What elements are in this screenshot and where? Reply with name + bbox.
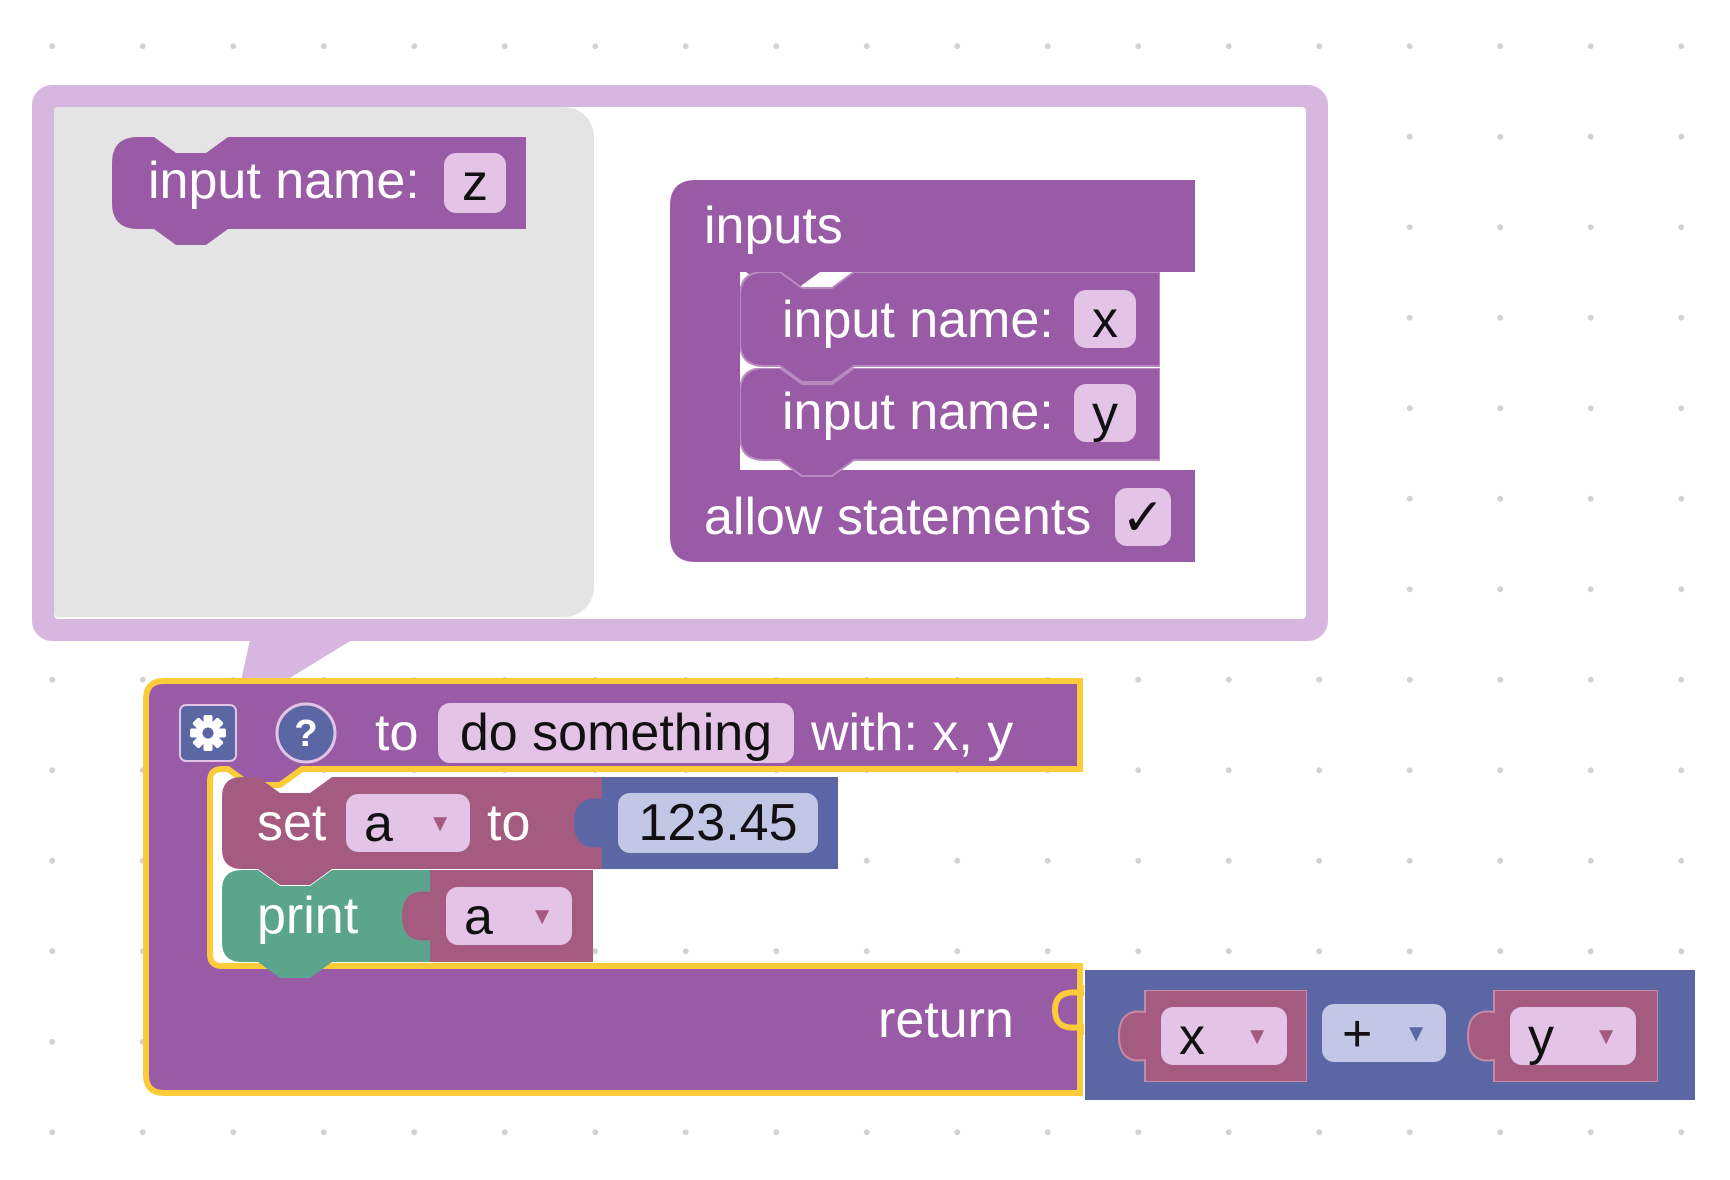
input-name-field[interactable]: z: [444, 153, 506, 213]
set-variable-dropdown[interactable]: a ▼: [346, 794, 470, 853]
to-label: to: [375, 704, 419, 762]
operator-dropdown[interactable]: + ▼: [1322, 1004, 1446, 1063]
procedure-name-field[interactable]: do something: [438, 703, 794, 763]
operand-y-name: y: [1528, 1008, 1554, 1066]
operator-symbol: +: [1342, 1005, 1373, 1063]
input-y-label: input name:: [782, 383, 1054, 441]
inputs-container-block[interactable]: inputs allow statements ✓: [670, 180, 1195, 562]
inputs-header-label: inputs: [704, 197, 843, 255]
dropdown-arrow-icon: ▼: [1404, 1020, 1428, 1047]
input-x-label: input name:: [782, 291, 1054, 349]
operand-x-name: x: [1179, 1008, 1205, 1066]
print-label: print: [257, 887, 359, 945]
flyout-input-block[interactable]: input name: z: [112, 137, 526, 245]
svg-text:?: ?: [294, 713, 317, 755]
help-icon[interactable]: ?: [275, 702, 337, 764]
number-block[interactable]: 123.45: [570, 777, 838, 869]
dropdown-arrow-icon: ▼: [1594, 1023, 1618, 1050]
set-to-label: to: [487, 794, 531, 852]
operand-x-block[interactable]: x ▼: [1117, 990, 1307, 1082]
return-socket: [1051, 985, 1084, 1035]
params-label: with: x, y: [811, 704, 1014, 762]
input-y-field[interactable]: y: [1074, 384, 1136, 443]
operand-y-dropdown[interactable]: y ▼: [1510, 1007, 1636, 1066]
allow-statements-checkbox[interactable]: ✓: [1115, 488, 1171, 547]
print-block[interactable]: print: [222, 870, 432, 978]
input-block-x[interactable]: input name: x: [740, 272, 1160, 383]
allow-statements-label: allow statements: [704, 488, 1092, 546]
return-label: return: [878, 991, 1014, 1049]
set-label: set: [257, 794, 327, 852]
dropdown-arrow-icon: ▼: [428, 810, 452, 837]
print-variable-name: a: [464, 888, 493, 946]
set-variable-name: a: [364, 795, 393, 853]
input-block-y[interactable]: input name: y: [740, 368, 1160, 477]
number-field[interactable]: 123.45: [618, 793, 818, 853]
dropdown-arrow-icon: ▼: [1245, 1023, 1269, 1050]
set-variable-block[interactable]: set a ▼ to: [222, 777, 602, 885]
operand-x-dropdown[interactable]: x ▼: [1161, 1007, 1287, 1066]
gear-icon[interactable]: [178, 703, 238, 763]
variable-get-block[interactable]: a ▼: [398, 870, 593, 962]
input-name-label: input name:: [148, 152, 420, 210]
dropdown-arrow-icon: ▼: [530, 903, 554, 930]
input-x-field[interactable]: x: [1074, 290, 1136, 349]
operand-y-block[interactable]: y ▼: [1466, 990, 1658, 1082]
procedure-block[interactable]: ? to do something with: x, y return: [140, 675, 1085, 1099]
print-variable-dropdown[interactable]: a ▼: [446, 887, 572, 946]
